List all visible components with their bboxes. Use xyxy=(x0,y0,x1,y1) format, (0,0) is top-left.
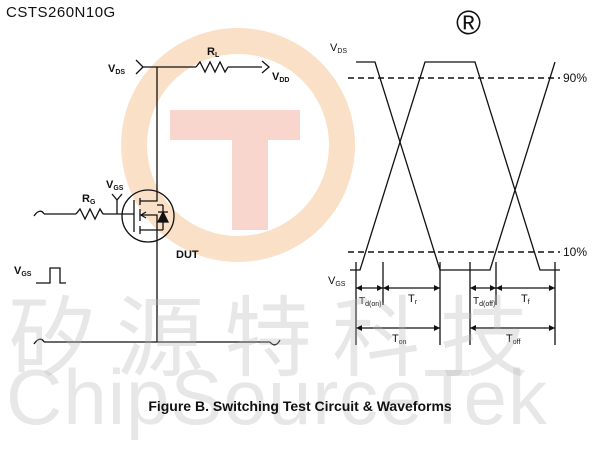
arrow xyxy=(470,285,476,291)
vgs-input-pulse xyxy=(36,267,66,284)
test-circuit xyxy=(33,59,281,346)
tr-label: Tr xyxy=(408,293,418,306)
arrow xyxy=(377,285,383,291)
arrow xyxy=(383,285,389,291)
vds-waveform xyxy=(356,61,556,271)
mosfet-body xyxy=(121,189,175,243)
arrow xyxy=(434,285,440,291)
arrow xyxy=(356,285,362,291)
source-stub xyxy=(140,229,158,236)
toff-label: Toff xyxy=(506,333,520,346)
arrow xyxy=(356,325,362,331)
diode-links xyxy=(157,204,163,231)
dimension-arrows xyxy=(356,285,555,331)
rg-resistor xyxy=(75,207,104,221)
watermark-en: ChipSourceTek xyxy=(6,353,548,441)
diode-triangle xyxy=(156,210,170,223)
rg-label: RG xyxy=(82,193,96,206)
input-vgs-label: VGS xyxy=(14,265,32,278)
source-tag: 搜狐号@矽源特科技 xyxy=(448,427,557,441)
arrow xyxy=(549,325,555,331)
waveforms xyxy=(348,61,560,345)
arrow xyxy=(470,325,476,331)
ground-rail-right-end xyxy=(269,339,281,346)
watermark-cn: 矽源特科技 xyxy=(8,287,549,390)
watermark-logo xyxy=(121,28,355,262)
vds-terminal xyxy=(135,59,144,75)
tf-label: Tf xyxy=(521,293,530,306)
arrow xyxy=(496,285,502,291)
td-off-label: Td(off) xyxy=(473,296,495,308)
rl-label: RL xyxy=(207,46,220,59)
arrow xyxy=(434,325,440,331)
ton-label: Ton xyxy=(392,333,407,346)
figure-caption: Figure B. Switching Test Circuit & Wavef… xyxy=(148,398,452,414)
gate-input-end xyxy=(33,210,45,217)
wave-vds-label: VDS xyxy=(330,42,347,55)
body-stub xyxy=(140,214,158,230)
vgs-probe-terminal xyxy=(111,193,123,202)
vdd-terminal xyxy=(261,60,270,74)
logo-glyph xyxy=(170,110,300,230)
level-90-label: 90% xyxy=(563,71,587,85)
body-arrow xyxy=(139,211,147,219)
arrow xyxy=(490,285,496,291)
rl-resistor xyxy=(195,60,229,74)
ground-rail-left-end xyxy=(33,338,45,345)
part-number: CSTS260N10G xyxy=(6,4,116,21)
vdd-label: VDD xyxy=(272,71,289,84)
logo-ring xyxy=(121,28,355,262)
arrow xyxy=(549,285,555,291)
wave-vgs-label: VGS xyxy=(328,275,346,288)
circuit-vgs-label: VGS xyxy=(106,179,124,192)
drain-stub xyxy=(140,196,158,202)
vgs-waveform xyxy=(350,61,560,271)
circuit-vds-label: VDS xyxy=(108,63,125,76)
registered-mark: ® xyxy=(456,4,481,42)
td-on-label: Td(on) xyxy=(359,296,381,308)
level-10-label: 10% xyxy=(563,245,587,259)
dut-label: DUT xyxy=(176,249,199,261)
